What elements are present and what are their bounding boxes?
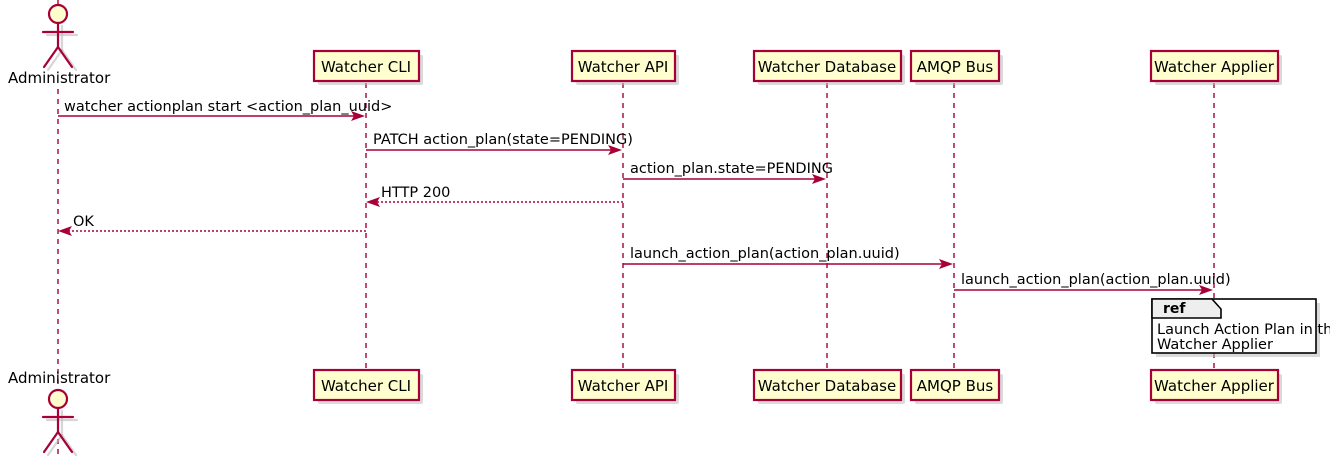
actor-leg-left-line xyxy=(42,45,60,69)
participant-label-watcher-applier-top: Watcher Applier xyxy=(1154,58,1275,76)
ref-fragment-tab xyxy=(1151,298,1222,319)
actor-head-icon xyxy=(47,3,69,25)
actor-leg-right-line xyxy=(56,430,74,454)
message-6-arrowhead-icon xyxy=(1199,285,1213,295)
actor-leg-right-line xyxy=(56,45,74,69)
actor-administrator-top: Administrator xyxy=(8,3,111,87)
participant-label-watcher-database-top: Watcher Database xyxy=(758,58,896,76)
actor-leg-left-line xyxy=(42,430,60,454)
message-6-label: launch_action_plan(action_plan.uuid) xyxy=(961,272,1231,288)
message-3-arrowhead-icon xyxy=(366,197,380,207)
actor-administrator-bottom: Administrator xyxy=(8,369,111,456)
message-0-arrowhead-icon xyxy=(351,111,365,121)
participant-box-rect[interactable] xyxy=(570,49,677,83)
participant-box-rect[interactable] xyxy=(909,368,1001,402)
participant-box-watcher-api-top[interactable]: Watcher API xyxy=(570,49,679,85)
participant-label-watcher-applier-bottom: Watcher Applier xyxy=(1154,377,1275,395)
actor-head-icon xyxy=(47,388,69,410)
participant-box-rect[interactable] xyxy=(312,49,421,83)
participant-label-watcher-cli-top: Watcher CLI xyxy=(321,58,411,76)
participant-label-watcher-api-bottom: Watcher API xyxy=(578,377,669,395)
message-2-action-plan-state-pending: action_plan.state=PENDING xyxy=(623,161,833,184)
message-3-label: HTTP 200 xyxy=(381,185,450,201)
participant-label-watcher-database-bottom: Watcher Database xyxy=(758,377,896,395)
participant-box-rect[interactable] xyxy=(752,49,903,83)
message-1-label: PATCH action_plan(state=PENDING) xyxy=(373,132,633,148)
participant-box-watcher-cli-top[interactable]: Watcher CLI xyxy=(312,49,423,85)
message-5-launch-action-plan-api-to-bus: launch_action_plan(action_plan.uuid) xyxy=(623,246,953,269)
message-3-http-200: HTTP 200 xyxy=(366,185,623,207)
message-4-ok: OK xyxy=(58,214,366,236)
actor-label-administrator-bottom: Administrator xyxy=(8,369,111,387)
ref-fragment[interactable]: ref Launch Action Plan in the Watcher Ap… xyxy=(1151,298,1330,357)
message-5-label: launch_action_plan(action_plan.uuid) xyxy=(630,246,900,262)
message-5-arrowhead-icon xyxy=(939,259,953,269)
ref-fragment-text-line-1: Launch Action Plan in the xyxy=(1157,322,1330,338)
participant-box-rect[interactable] xyxy=(1149,49,1280,83)
message-1-patch-action-plan: PATCH action_plan(state=PENDING) xyxy=(366,132,633,155)
message-0-watcher-actionplan-start: watcher actionplan start <action_plan_uu… xyxy=(58,99,392,121)
actor-label-administrator-top: Administrator xyxy=(8,69,111,87)
participant-label-amqp-bus-bottom: AMQP Bus xyxy=(917,377,994,395)
participant-box-rect[interactable] xyxy=(909,49,1001,83)
actor-shadow-bottom xyxy=(45,409,79,456)
message-2-arrowhead-icon xyxy=(812,174,826,184)
participant-box-rect[interactable] xyxy=(1149,368,1280,402)
participant-box-watcher-api-bottom[interactable]: Watcher API xyxy=(570,368,679,404)
participant-box-rect[interactable] xyxy=(570,368,677,402)
participant-box-watcher-applier-bottom[interactable]: Watcher Applier xyxy=(1149,368,1282,404)
participant-label-amqp-bus-top: AMQP Bus xyxy=(917,58,994,76)
message-2-label: action_plan.state=PENDING xyxy=(630,161,833,177)
participant-box-watcher-database-top[interactable]: Watcher Database xyxy=(752,49,905,85)
participant-box-watcher-applier-top[interactable]: Watcher Applier xyxy=(1149,49,1282,85)
actor-shadow-top xyxy=(45,24,79,72)
ref-fragment-keyword-label: ref xyxy=(1163,301,1186,317)
message-4-label: OK xyxy=(73,214,94,230)
message-0-label: watcher actionplan start <action_plan_uu… xyxy=(64,99,392,115)
ref-fragment-text-line-2: Watcher Applier xyxy=(1157,337,1273,353)
message-6-launch-action-plan-bus-to-applier: launch_action_plan(action_plan.uuid) xyxy=(954,272,1231,295)
message-4-arrowhead-icon xyxy=(58,226,72,236)
message-1-arrowhead-icon xyxy=(608,145,622,155)
participant-box-watcher-database-bottom[interactable]: Watcher Database xyxy=(752,368,905,404)
participant-label-watcher-cli-bottom: Watcher CLI xyxy=(321,377,411,395)
participant-box-rect[interactable] xyxy=(312,368,421,402)
participant-label-watcher-api-top: Watcher API xyxy=(578,58,669,76)
participant-box-rect[interactable] xyxy=(752,368,903,402)
participant-box-amqp-bus-bottom[interactable]: AMQP Bus xyxy=(909,368,1003,404)
participant-box-watcher-cli-bottom[interactable]: Watcher CLI xyxy=(312,368,423,404)
participant-box-amqp-bus-top[interactable]: AMQP Bus xyxy=(909,49,1003,85)
